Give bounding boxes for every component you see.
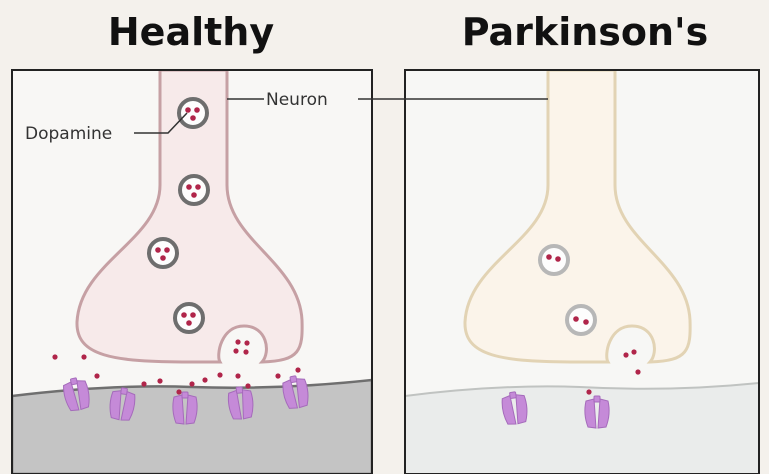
vesicle bbox=[180, 176, 208, 204]
neuron-label: Neuron bbox=[266, 90, 328, 110]
vesicle bbox=[179, 99, 207, 127]
healthy-panel: Dopamine bbox=[12, 70, 372, 474]
parkinsons-panel bbox=[405, 70, 759, 474]
dopamine-label: Dopamine bbox=[25, 124, 112, 144]
vesicle bbox=[567, 306, 595, 334]
vesicle bbox=[149, 239, 177, 267]
vesicle bbox=[175, 304, 203, 332]
parkinsons-receiving-cell bbox=[405, 383, 759, 474]
vesicle bbox=[540, 246, 568, 274]
